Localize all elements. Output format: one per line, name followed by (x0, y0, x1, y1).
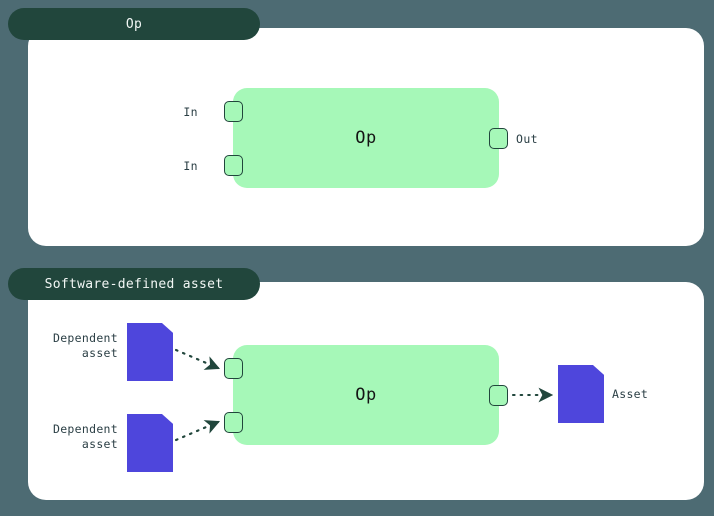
document-icon[interactable] (127, 323, 173, 381)
panel-tab-op[interactable]: Op (8, 8, 260, 40)
dependent-asset-2-label: Dependent asset (52, 422, 118, 451)
input-port-2-label: In (183, 159, 198, 173)
input-port-1[interactable] (224, 101, 243, 122)
input-port-1[interactable] (224, 358, 243, 379)
panel-tab-software-defined-asset[interactable]: Software-defined asset (8, 268, 260, 300)
output-port-label: Out (516, 132, 538, 146)
op-node-top[interactable]: Op (233, 88, 499, 188)
output-asset-label: Asset (612, 387, 649, 401)
op-node-bottom[interactable]: Op (233, 345, 499, 445)
input-port-1-label: In (183, 105, 198, 119)
dependent-asset-1-label: Dependent asset (52, 331, 118, 360)
document-icon[interactable] (558, 365, 604, 423)
input-port-2[interactable] (224, 412, 243, 433)
output-port[interactable] (489, 128, 508, 149)
op-node-label: Op (355, 128, 377, 148)
op-node-label: Op (355, 385, 377, 405)
input-port-2[interactable] (224, 155, 243, 176)
document-icon[interactable] (127, 414, 173, 472)
output-port[interactable] (489, 385, 508, 406)
